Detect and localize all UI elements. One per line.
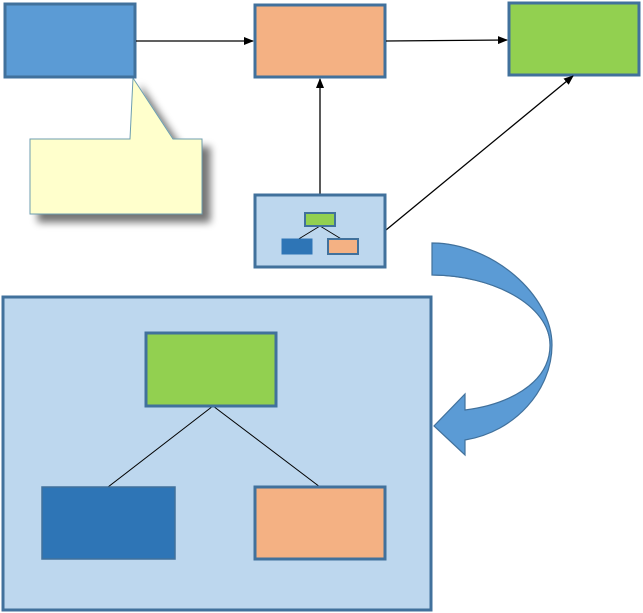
expanded-edge-right: [212, 405, 321, 488]
callout-shape: [29, 76, 203, 215]
callout: [29, 76, 203, 215]
green-box: [507, 1, 641, 77]
mini-tree-dark-blue: [281, 238, 313, 255]
arrow-orange-to-green: [385, 36, 508, 45]
curved-arrow-body: [431, 242, 553, 457]
mini-tree-edge-right: [319, 225, 344, 241]
mini-tree-node: [253, 193, 387, 269]
expanded-orange-node: [253, 485, 387, 561]
expanded-panel: [1, 295, 433, 612]
curved-arrow: [431, 242, 553, 457]
arrow-mini-to-green: [385, 75, 574, 231]
expanded-dark-blue-node: [41, 486, 176, 560]
mini-tree-orange: [327, 238, 359, 255]
expanded-green-node: [144, 331, 278, 408]
mini-tree-green: [304, 212, 336, 227]
mini-tree-edge-left: [296, 225, 321, 241]
expanded-edge-left: [107, 405, 214, 488]
blue-box: [3, 2, 137, 79]
orange-box: [253, 3, 387, 79]
mini-tree-frame: [253, 193, 387, 269]
